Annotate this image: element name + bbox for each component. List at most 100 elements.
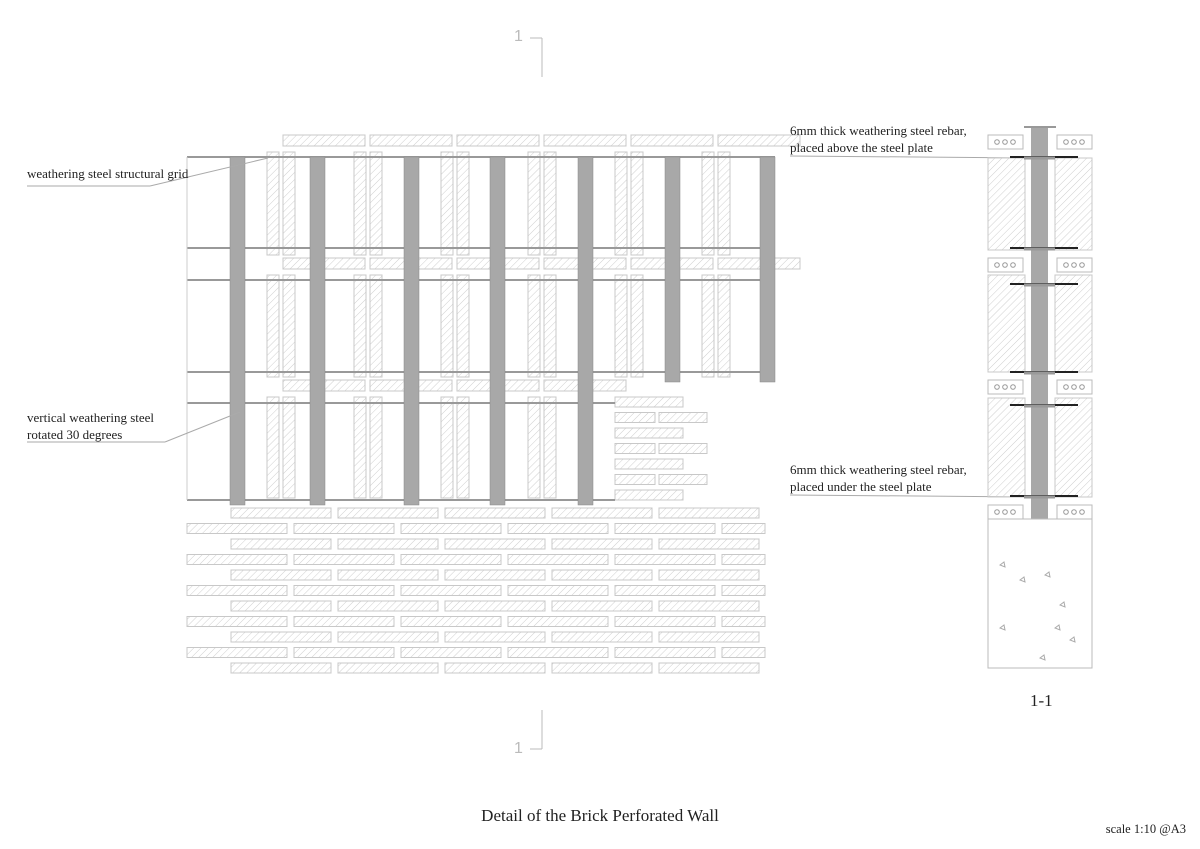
vertical-brick — [353, 151, 367, 256]
vertical-brick — [527, 151, 541, 256]
horizontal-brick — [658, 600, 760, 612]
perforation-hole — [1071, 384, 1077, 390]
horizontal-brick — [400, 523, 502, 534]
horizontal-brick — [717, 134, 801, 147]
horizontal-brick — [400, 616, 502, 627]
horizontal-brick — [507, 585, 609, 596]
section-brick — [987, 274, 1026, 373]
horizontal-brick — [614, 443, 656, 454]
horizontal-brick — [507, 647, 609, 658]
leader-line — [164, 411, 241, 443]
perforation-hole — [994, 139, 1000, 145]
horizontal-brick — [658, 507, 760, 519]
vertical-weathering-steel — [664, 156, 681, 383]
horizontal-brick — [400, 554, 502, 565]
steel-column-section — [1031, 128, 1048, 520]
vertical-brick — [353, 396, 367, 499]
horizontal-brick — [551, 600, 653, 612]
horizontal-brick — [658, 474, 708, 485]
horizontal-brick — [507, 554, 609, 565]
vertical-brick — [440, 274, 454, 378]
perforation-hole — [994, 384, 1000, 390]
horizontal-brick — [721, 523, 766, 534]
perforation-hole — [1002, 139, 1008, 145]
vertical-weathering-steel — [403, 156, 420, 506]
horizontal-brick — [614, 412, 656, 423]
horizontal-brick — [444, 507, 546, 519]
horizontal-brick — [444, 600, 546, 612]
perforated-brick — [1056, 504, 1093, 520]
vertical-brick — [527, 274, 541, 378]
vertical-brick — [543, 274, 557, 378]
horizontal-brick — [400, 585, 502, 596]
label-rebar-above-2: placed above the steel plate — [790, 140, 933, 155]
horizontal-brick — [293, 647, 395, 658]
horizontal-brick — [230, 631, 332, 643]
vertical-brick — [717, 151, 731, 256]
vertical-brick — [701, 274, 715, 378]
perforated-brick — [987, 504, 1024, 520]
horizontal-brick — [293, 554, 395, 565]
perforated-brick — [1056, 134, 1093, 150]
horizontal-brick — [658, 631, 760, 643]
perforation-hole — [1079, 139, 1085, 145]
perforated-brick — [987, 257, 1024, 273]
horizontal-brick — [337, 538, 439, 550]
aggregate-mark — [1043, 571, 1051, 578]
perforation-hole — [1010, 262, 1016, 268]
perforation-hole — [1079, 262, 1085, 268]
horizontal-brick — [230, 507, 332, 519]
perforation-hole — [1079, 509, 1085, 515]
vertical-brick — [369, 396, 383, 499]
horizontal-brick — [551, 538, 653, 550]
perforation-hole — [1063, 139, 1069, 145]
horizontal-brick — [721, 585, 766, 596]
section-brick — [987, 157, 1026, 251]
section-marker-bottom: 1 — [514, 740, 523, 757]
horizontal-brick — [717, 257, 801, 270]
perforation-hole — [1063, 262, 1069, 268]
horizontal-brick — [456, 134, 540, 147]
aggregate-mark — [1068, 636, 1076, 643]
aggregate-mark — [1058, 601, 1066, 608]
horizontal-brick — [186, 647, 288, 658]
perforated-brick — [1056, 379, 1093, 395]
horizontal-brick — [658, 662, 760, 674]
vertical-brick — [440, 396, 454, 499]
horizontal-brick — [721, 616, 766, 627]
perforation-hole — [1002, 384, 1008, 390]
vertical-brick — [266, 151, 280, 256]
vertical-brick — [440, 151, 454, 256]
horizontal-brick — [658, 569, 760, 581]
vertical-brick — [456, 396, 470, 499]
vertical-brick — [282, 274, 296, 378]
vertical-brick — [543, 396, 557, 499]
horizontal-brick — [337, 569, 439, 581]
section-brick — [987, 397, 1026, 498]
vertical-brick — [266, 274, 280, 378]
horizontal-brick — [658, 443, 708, 454]
horizontal-brick — [551, 569, 653, 581]
horizontal-brick — [293, 523, 395, 534]
horizontal-brick — [614, 554, 716, 565]
section-label: 1-1 — [1030, 691, 1053, 710]
vertical-brick — [717, 274, 731, 378]
label-vertical-steel-1: vertical weathering steel — [27, 410, 155, 425]
horizontal-brick — [444, 538, 546, 550]
perforation-hole — [1071, 139, 1077, 145]
horizontal-brick — [658, 538, 760, 550]
vertical-weathering-steel — [577, 156, 594, 506]
aggregate-mark — [998, 624, 1006, 631]
vertical-brick — [527, 396, 541, 499]
perforation-hole — [1010, 139, 1016, 145]
horizontal-brick — [444, 662, 546, 674]
scale-note: scale 1:10 @A3 — [1105, 822, 1186, 836]
horizontal-brick — [614, 616, 716, 627]
horizontal-brick — [293, 616, 395, 627]
horizontal-brick — [721, 647, 766, 658]
aggregate-mark — [1018, 576, 1026, 583]
section-brick — [1054, 274, 1093, 373]
label-rebar-under-2: placed under the steel plate — [790, 479, 932, 494]
vertical-weathering-steel — [229, 156, 246, 506]
